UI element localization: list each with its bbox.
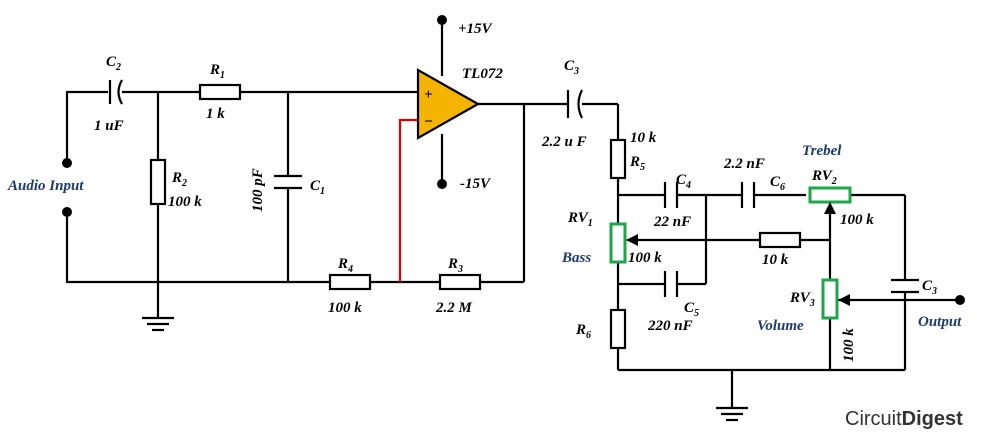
value-10k: 10 k bbox=[762, 252, 789, 268]
label-c3-input: C3 bbox=[564, 58, 579, 77]
potentiometer-rv2 bbox=[808, 186, 852, 214]
value-r5: 10 k bbox=[630, 130, 657, 146]
resistor-r4 bbox=[328, 273, 372, 291]
value-c6: 2.2 nF bbox=[723, 156, 765, 172]
label-audio-input: Audio Input bbox=[7, 178, 84, 194]
resistor-10k bbox=[758, 231, 802, 249]
feedback-wire bbox=[398, 118, 418, 282]
label-rv3: RV3 bbox=[789, 290, 815, 309]
label-r6: R6 bbox=[575, 322, 591, 341]
resistor-r5 bbox=[609, 138, 627, 180]
svg-text:CircuitDigest: CircuitDigest bbox=[845, 408, 963, 430]
label-c5: C5 bbox=[684, 300, 699, 319]
label-c2: C2 bbox=[106, 54, 121, 73]
label-rv1: RV1 bbox=[567, 210, 593, 229]
value-r1: 1 k bbox=[206, 106, 225, 122]
value-c1: 100 pF bbox=[250, 168, 266, 212]
opamp-minus-sign: − bbox=[424, 114, 433, 130]
capacitor-c3-input bbox=[566, 89, 583, 119]
label-bass: Bass bbox=[561, 250, 591, 266]
wires bbox=[65, 20, 960, 408]
label-tl072: TL072 bbox=[462, 66, 503, 82]
label-volume: Volume bbox=[757, 318, 804, 334]
input-terminal-top bbox=[62, 158, 72, 168]
label-r2: R2 bbox=[171, 170, 187, 189]
label-c4: C4 bbox=[676, 172, 691, 191]
label-trebel: Trebel bbox=[802, 143, 842, 159]
value-rv3: 100 k bbox=[841, 328, 857, 362]
label-r3: R3 bbox=[447, 256, 463, 275]
label-rv2: RV2 bbox=[811, 168, 837, 187]
resistor-r2 bbox=[149, 158, 167, 206]
value-c3-input: 2.2 u F bbox=[541, 134, 587, 150]
label-vminus: -15V bbox=[460, 176, 492, 192]
resistor-r1 bbox=[198, 83, 242, 101]
ground-symbol-left bbox=[142, 316, 174, 332]
capacitor-c4 bbox=[663, 182, 679, 208]
label-r1: R1 bbox=[209, 62, 225, 81]
value-rv1: 100 k bbox=[628, 250, 662, 266]
resistor-r6 bbox=[609, 308, 627, 350]
circuitdigest-logo: CircuitDigest bbox=[845, 408, 963, 430]
opamp-plus-sign: + bbox=[424, 87, 433, 103]
vplus-terminal bbox=[437, 15, 447, 25]
value-r4: 100 k bbox=[328, 300, 362, 316]
input-terminal-bottom bbox=[62, 207, 72, 217]
output-terminal bbox=[955, 295, 965, 305]
potentiometer-rv3 bbox=[821, 278, 850, 320]
label-r4: R4 bbox=[337, 256, 353, 275]
capacitor-c1 bbox=[274, 174, 302, 190]
label-c1: C1 bbox=[310, 178, 325, 197]
potentiometer-rv1 bbox=[609, 222, 640, 264]
opamp-tl072: + − bbox=[416, 68, 481, 140]
label-r5: R5 bbox=[629, 154, 645, 173]
capacitor-c3-output bbox=[891, 278, 919, 294]
value-r2: 100 k bbox=[168, 194, 202, 210]
value-c2: 1 uF bbox=[94, 118, 124, 134]
label-vplus: +15V bbox=[458, 21, 494, 37]
value-rv2: 100 k bbox=[840, 212, 874, 228]
capacitor-c6 bbox=[740, 182, 756, 208]
ground-symbol-right bbox=[716, 406, 748, 422]
capacitor-c2 bbox=[108, 79, 123, 105]
label-c6: C6 bbox=[770, 174, 785, 193]
label-output: Output bbox=[918, 314, 962, 330]
label-c3-output: C3 bbox=[922, 278, 937, 297]
value-c4: 22 nF bbox=[653, 214, 691, 230]
value-r3: 2.2 M bbox=[435, 300, 473, 316]
vminus-terminal bbox=[437, 179, 447, 189]
capacitor-c5 bbox=[663, 271, 679, 297]
resistor-r3 bbox=[438, 273, 482, 291]
value-c5: 220 nF bbox=[647, 318, 693, 334]
